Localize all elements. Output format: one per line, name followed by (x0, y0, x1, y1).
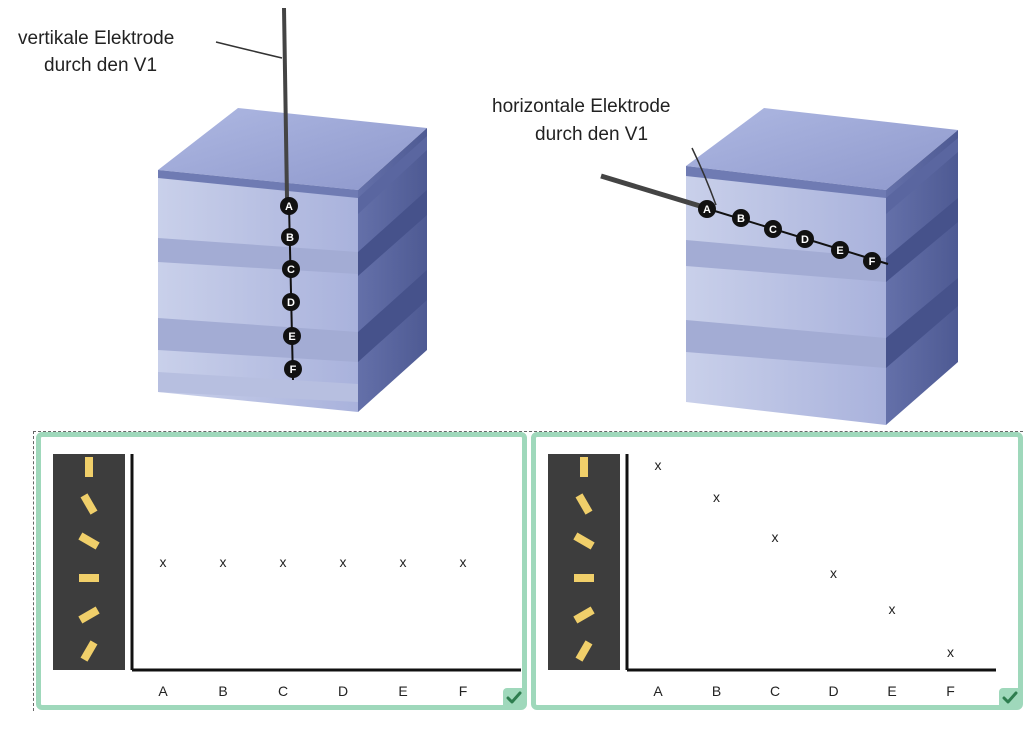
x-tick-label-c: C (770, 683, 780, 699)
check-badge (999, 688, 1021, 708)
x-tick-label-d: D (828, 683, 838, 699)
left-point-b: B (281, 228, 299, 246)
checkmark-icon (1002, 691, 1018, 704)
right-point-e: E (831, 241, 849, 259)
orientation-chart-left: x x x x x x A B C D E F (53, 454, 521, 699)
orientation-bar (573, 532, 595, 550)
orientation-chart-right: x x x x x x A B C D E F (548, 454, 996, 699)
svg-text:F: F (869, 256, 876, 268)
left-point-e: E (283, 327, 301, 345)
orientation-bar (574, 574, 594, 582)
svg-text:C: C (769, 224, 777, 236)
x-tick-label-b: B (218, 683, 227, 699)
left-point-d: D (282, 293, 300, 311)
data-point-c: x (280, 554, 287, 570)
orientation-bar (85, 457, 93, 477)
svg-text:B: B (286, 232, 294, 244)
left-point-f: F (284, 360, 302, 378)
svg-text:A: A (703, 204, 711, 216)
x-tick-label-e: E (398, 683, 407, 699)
x-tick-label-f: F (459, 683, 468, 699)
orientation-bar (80, 640, 98, 662)
right-label-line1: horizontale Elektrode (492, 96, 671, 117)
data-point-a: x (655, 457, 662, 473)
right-label-line2: durch den V1 (535, 124, 648, 145)
left-label-leader (215, 41, 283, 59)
electrode-diagram: vertikale Elektrode durch den V1 A B C D… (18, 7, 958, 425)
data-point-f: x (460, 554, 467, 570)
left-label-line1: vertikale Elektrode (18, 28, 174, 49)
left-cortex-cube (158, 7, 427, 412)
data-point-a: x (160, 554, 167, 570)
right-point-b: B (732, 209, 750, 227)
svg-text:E: E (836, 245, 843, 257)
right-point-c: C (764, 220, 782, 238)
data-point-d: x (830, 565, 837, 581)
x-tick-label-b: B (712, 683, 721, 699)
data-point-b: x (220, 554, 227, 570)
data-point-b: x (713, 489, 720, 505)
x-tick-label-a: A (653, 683, 663, 699)
checkmark-icon (506, 691, 522, 704)
answer-drop-zone[interactable] (33, 431, 1023, 711)
orientation-bar (575, 493, 593, 515)
orientation-panel (548, 454, 620, 670)
left-point-c: C (282, 260, 300, 278)
right-point-a: A (698, 200, 716, 218)
data-point-c: x (772, 529, 779, 545)
svg-text:D: D (801, 234, 809, 246)
left-electrode-points: A B C D E F (280, 197, 302, 378)
answer-card-left[interactable]: x x x x x x A B C D E F (36, 432, 527, 710)
svg-text:D: D (287, 297, 295, 309)
svg-text:C: C (287, 264, 295, 276)
answer-card-right[interactable]: x x x x x x A B C D E F (531, 432, 1023, 710)
x-tick-label-d: D (338, 683, 348, 699)
orientation-bar (79, 574, 99, 582)
svg-text:F: F (290, 364, 297, 376)
data-point-e: x (400, 554, 407, 570)
right-cortex-cube (600, 108, 958, 425)
check-badge (503, 688, 525, 708)
left-label-line2: durch den V1 (44, 55, 157, 76)
data-point-e: x (889, 601, 896, 617)
x-tick-label-f: F (946, 683, 955, 699)
svg-text:E: E (288, 331, 295, 343)
x-tick-label-a: A (158, 683, 168, 699)
orientation-bar (573, 606, 595, 624)
right-label-leader (691, 147, 717, 206)
orientation-bar (580, 457, 588, 477)
right-electrode-points: A B C D E F (698, 200, 881, 270)
left-point-a: A (280, 197, 298, 215)
orientation-bar (80, 493, 98, 515)
svg-text:B: B (737, 213, 745, 225)
x-tick-label-e: E (887, 683, 896, 699)
data-point-d: x (340, 554, 347, 570)
right-point-d: D (796, 230, 814, 248)
orientation-bar (78, 532, 100, 550)
x-tick-label-c: C (278, 683, 288, 699)
right-point-f: F (863, 252, 881, 270)
data-point-f: x (947, 644, 954, 660)
orientation-panel (53, 454, 125, 670)
orientation-bar (575, 640, 593, 662)
svg-text:A: A (285, 201, 293, 213)
orientation-bar (78, 606, 100, 624)
